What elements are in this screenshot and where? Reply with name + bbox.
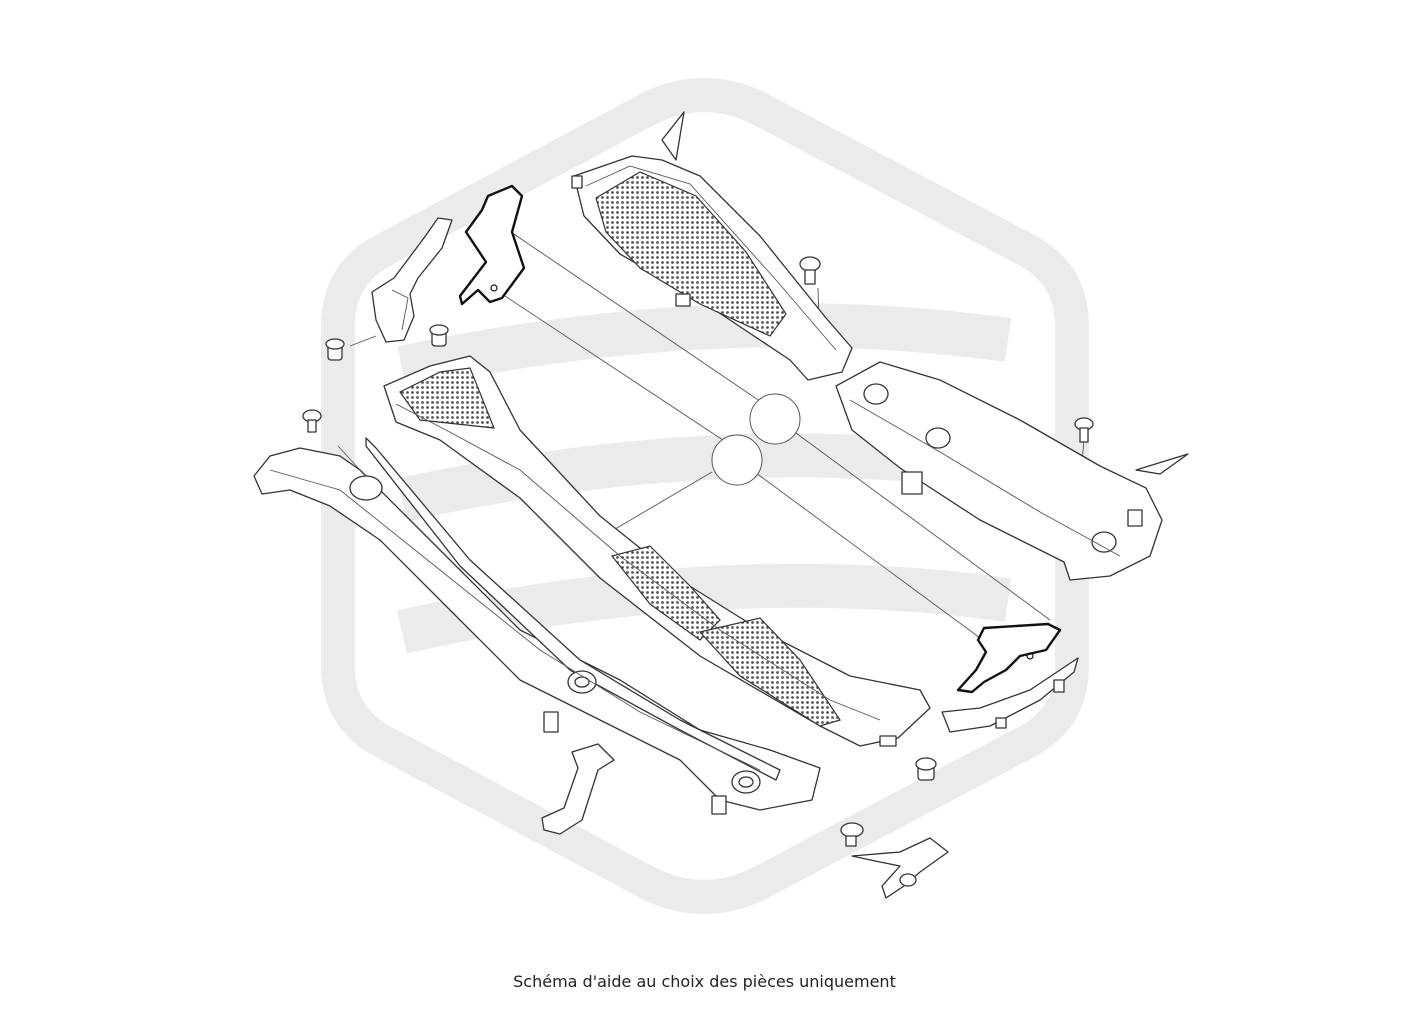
callout-circle-lower[interactable] <box>711 434 763 486</box>
right-upper-cowl-piece[interactable] <box>835 361 1163 581</box>
left-end-cap[interactable] <box>371 217 453 343</box>
center-cowl-panel[interactable] <box>383 355 931 747</box>
left-lower-bracket[interactable] <box>541 743 615 835</box>
corner-trim-top[interactable] <box>661 111 685 161</box>
callout-circle-upper[interactable] <box>749 393 801 445</box>
diagram-caption: Schéma d'aide au choix des pièces unique… <box>513 972 896 991</box>
clip-left-1[interactable] <box>325 338 345 361</box>
screw-right-side[interactable] <box>1074 417 1094 443</box>
right-seal-bracket-highlighted[interactable] <box>956 622 1062 694</box>
left-seal-bracket-highlighted[interactable] <box>458 184 526 306</box>
clip-right[interactable] <box>915 757 937 781</box>
screw-lower[interactable] <box>840 822 864 847</box>
corner-trim-right[interactable] <box>1135 453 1189 475</box>
left-cowl-rail[interactable] <box>253 437 821 815</box>
screw-left[interactable] <box>302 409 322 433</box>
upper-cowl-grille-panel[interactable] <box>571 155 853 381</box>
screw-right-upper[interactable] <box>799 256 821 285</box>
right-end-strip[interactable] <box>941 657 1079 733</box>
exploded-parts-diagram <box>253 78 1189 914</box>
right-lower-bracket[interactable] <box>851 837 949 899</box>
clip-left-2[interactable] <box>429 324 449 347</box>
